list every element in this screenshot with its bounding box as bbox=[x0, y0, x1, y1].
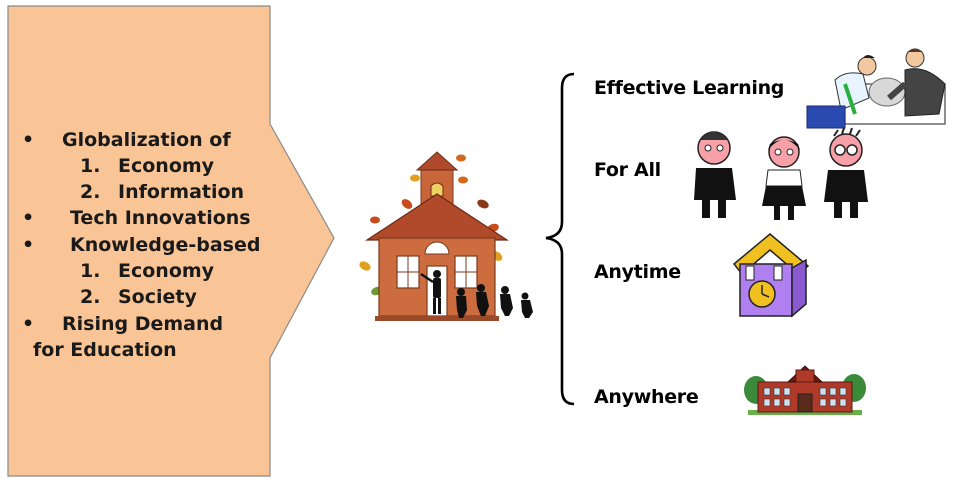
list-item-society: Society bbox=[118, 286, 197, 308]
list-number-2: 2. bbox=[80, 181, 101, 203]
list-bullet-4: • bbox=[22, 313, 35, 335]
three-people-icon bbox=[694, 127, 868, 220]
label-anytime: Anytime bbox=[594, 261, 681, 283]
list-item-information: Information bbox=[118, 181, 245, 203]
label-for-all: For All bbox=[594, 159, 661, 181]
list-bullet-2: • bbox=[22, 207, 35, 229]
clock-house-icon bbox=[732, 233, 810, 318]
list-item-rising-demand: Rising Demand bbox=[62, 313, 224, 335]
label-anywhere: Anywhere bbox=[594, 386, 699, 408]
schoolhouse-with-children-icon bbox=[359, 151, 533, 321]
collaborating-people-icon bbox=[806, 48, 946, 129]
list-item-economy-2: Economy bbox=[118, 260, 215, 282]
list-item-for-education: for Education bbox=[33, 339, 177, 361]
school-building-icon bbox=[744, 365, 866, 415]
list-item-knowledge-based: Knowledge-based bbox=[70, 234, 261, 256]
list-number-1b: 1. bbox=[80, 260, 101, 282]
list-number-2b: 2. bbox=[80, 286, 101, 308]
list-number-1: 1. bbox=[80, 155, 101, 177]
label-effective-learning: Effective Learning bbox=[594, 77, 785, 99]
arrow-shape bbox=[7, 5, 335, 477]
list-bullet-3: • bbox=[22, 234, 35, 256]
list-bullet-1: • bbox=[22, 129, 35, 151]
curly-brace bbox=[545, 72, 575, 406]
list-item-tech-innovations: Tech Innovations bbox=[70, 207, 251, 229]
list-item-globalization: Globalization of bbox=[62, 129, 231, 151]
list-item-economy: Economy bbox=[118, 155, 215, 177]
